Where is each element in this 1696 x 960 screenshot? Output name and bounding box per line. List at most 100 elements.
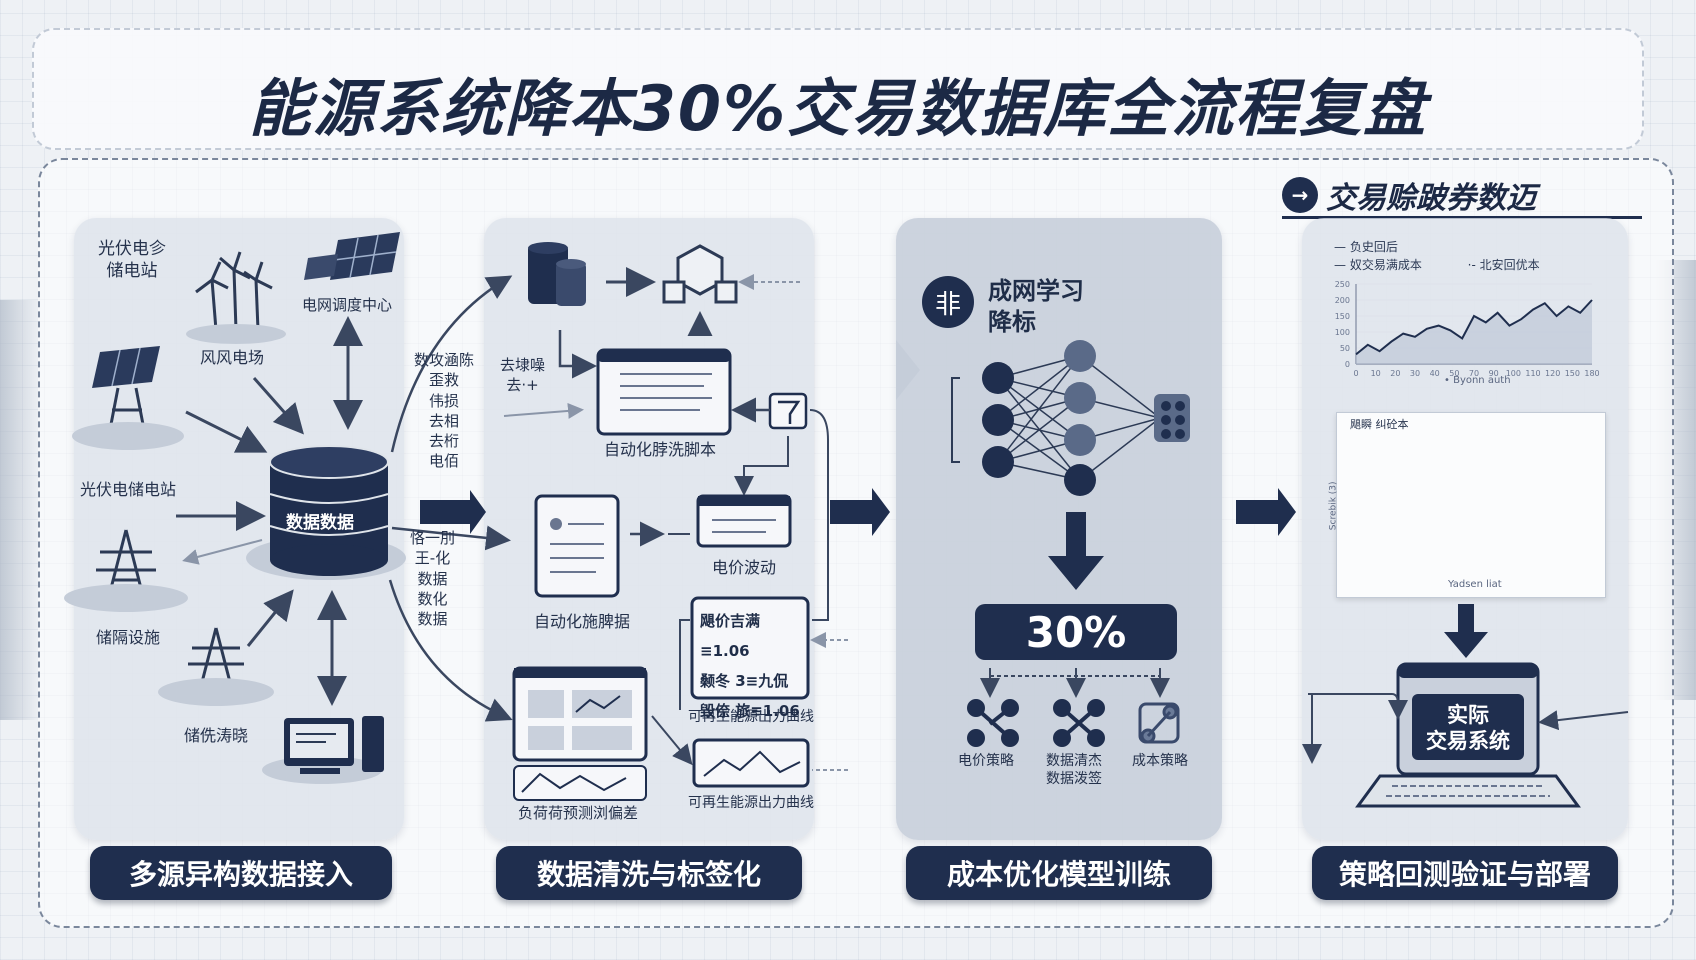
panel-notch [896,340,920,400]
stage-ingest: 多源异构数据接入 [90,846,392,900]
label-load-forecast: 负荷荷预测浏偏差 [518,804,639,822]
light-arrows [182,539,263,565]
label-storage-device: 储侁涛晓 [184,726,249,745]
x-tick-label: 0 [1353,369,1358,378]
x-tick-label: 150 [1565,369,1580,378]
big-arrow-2 [830,488,890,536]
big-arrow-1 [420,490,486,534]
server-stack-icon [528,242,586,306]
computer-icon [262,716,384,784]
metrics-list: 飓价吉满≡1.06 颡冬 3≡九侃 毀倷 旅≡1.06 [700,606,804,726]
strategy-icon-1 [967,699,1019,747]
x-tick-label: 10 [1371,369,1381,378]
label-pv-storage: 光伏电㐱 储电站 [98,239,166,282]
pylon-icon [96,529,156,601]
flow-to-cleaning [388,275,513,722]
y-tick-label: 250 [1335,280,1350,289]
stage-cleaning: 数据清洗与标签化 [496,846,802,900]
label-dedup: 去埭噪 去·+ [500,356,546,394]
x-tick-label: 90 [1489,369,1499,378]
series-area [1356,300,1592,364]
label-database: 数据数据 [286,513,354,533]
solar-tower-icon [92,346,160,441]
strategy-icon-2 [1053,699,1105,747]
metrics-box [690,596,810,700]
x-tick-label: 100 [1506,369,1521,378]
chart2-xlabel: Yadsen liat [1448,579,1502,590]
x-tick-label: 70 [1469,369,1479,378]
x-tick-label: 30 [1410,369,1420,378]
chart2-title: 飓瞬 纠砼本 [1350,418,1409,431]
stage-training: 成本优化模型训练 [906,846,1212,900]
series-line [1355,299,1593,356]
solar-panel-icon [304,232,400,280]
document-icon [534,494,620,598]
script-window-icon [596,348,732,436]
label-auto-data: 自动化施脾据 [534,612,631,631]
result-badge: 30% [975,604,1177,660]
x-tick-label: 40 [1430,369,1440,378]
down-arrow-deploy [1444,604,1488,658]
y-tick-label: 50 [1340,344,1350,353]
price-window-icon [696,494,792,548]
label-flow-up: 数攻㴠陈 歪救 伟损 去相 去桁 电佰 [414,351,475,471]
label-curve-2: 可再生能源出力曲线 [688,795,814,811]
x-tick-label: 110 [1525,369,1540,378]
legend-label: 交易赊跛券数迈 [1326,181,1536,216]
storage-pylon-icon [188,627,244,691]
label-price-fluct: 电价波动 [712,558,777,577]
legend-underline [1282,216,1642,219]
model-icon: ⾮ [922,276,974,328]
chart2-card [1336,412,1606,598]
label-flow-down: 恪一刖 王-化 数据 数化 数据 [410,529,456,628]
y-tick-label: 0 [1345,360,1350,369]
wind-turbine-icon [195,251,273,331]
label-wind-farm: 风风电场 [200,348,265,367]
x-tick-label: 50 [1449,369,1459,378]
chart2-ylabel: Screbik (3) [1328,481,1339,531]
down-arrow-model [1048,512,1104,590]
chart-legend: — 负史回后 — 奴交易满成本 ·- 北安回优本 [1334,238,1540,274]
big-arrow-3 [1236,488,1296,536]
filter-icon [768,392,808,430]
metric-item: 毀倷 旅≡1.06 [700,702,800,720]
strategy-links [980,668,1170,698]
y-tick-label: 150 [1335,312,1350,321]
title-banner: 能源系统降本30%交易数据库全流程复盘 [32,28,1644,150]
load-chart-icon [513,765,647,801]
deploy-label: 实际 交易系统 [1426,703,1510,754]
x-tick-label: 120 [1545,369,1560,378]
model-heading: ⾮ 成网学习 降标 [922,276,1084,338]
metric-item: 飓价吉满≡1.06 [700,612,761,660]
label-grid-dispatch: 电网调度中心 [302,296,393,314]
label-curve-1: 可再生能源出力曲线 [688,709,814,725]
x-tick-label: 20 [1390,369,1400,378]
left-edge-shade [0,300,40,720]
cube-network-icon [662,244,738,304]
chart-legend-item-1: — 负史回后 [1334,240,1398,254]
label-pv-station: 光伏电储电站 [80,480,177,499]
dashboard-icon [512,666,648,762]
stage-deploy: 策略回测验证与部署 [1312,846,1618,900]
strategy-label-1: 电价策略 [958,753,1014,769]
arrow-icon: → [1282,177,1318,213]
backtest-chart-1: 0 50 100 150 200 250 0 10 20 30 40 50 70 90 100 110 120 1… [1335,280,1600,378]
chart1-xlabel: • Byonn auth [1444,375,1511,386]
neural-network-icon [951,340,1190,496]
database-icon [246,445,406,580]
curve-chart-icon [692,738,810,788]
x-tick-label: 180 [1584,369,1599,378]
page-title: 能源系统降本30%交易数据库全流程复盘 [248,72,1428,145]
chart-legend-item-2: — 奴交易满成本 ·- 北安回优本 [1334,258,1540,272]
pylon-base [64,584,188,612]
y-tick-label: 200 [1335,296,1350,305]
legend-badge: → 交易赊跛券数迈 [1282,172,1682,218]
solar-base [72,422,184,450]
strategy-icon-3 [1138,702,1180,744]
strategy-label-2: 数据清杰 数据泼签 [1046,753,1102,788]
strategy-label-3: 成本策略 [1132,753,1188,769]
label-storage-facility: 储隔设施 [96,628,161,647]
y-tick-label: 100 [1335,328,1350,337]
model-heading-text: 成网学习 降标 [988,277,1084,337]
storage-base [158,678,274,706]
